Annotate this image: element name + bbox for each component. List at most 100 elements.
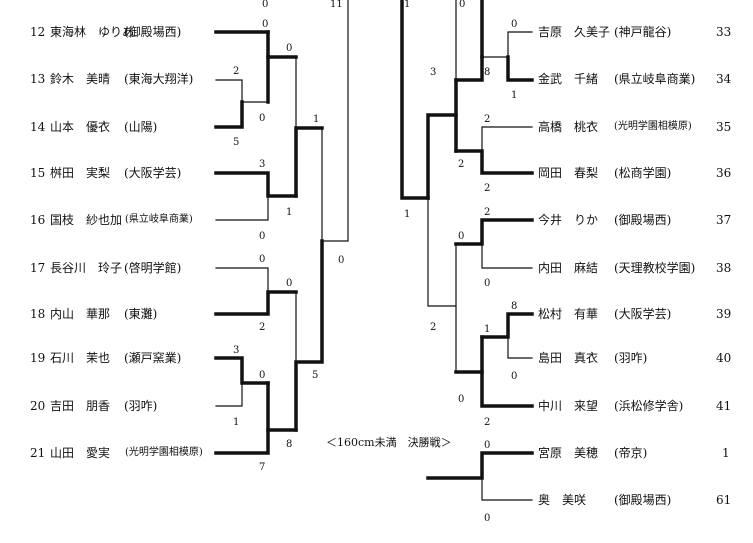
entry-seed: 61 [716,493,732,507]
entry-name: 松村 有華 [538,307,599,321]
entry-school: (神戸龍谷) [614,25,672,39]
score-label: 1 [404,209,411,220]
bracket-line [214,100,244,129]
bracket-line [215,382,243,407]
entry-seed: 34 [716,72,732,86]
entry-school: (羽咋) [124,399,158,413]
score-label: 0 [262,0,269,10]
bracket-line [481,477,533,501]
bracket-line [507,336,533,359]
entry-seed: 1 [722,446,730,460]
bracket-line [321,0,349,242]
bracket-line [454,149,534,175]
entry-name: 東海林 ゆりあ [50,25,135,39]
bracket-line [481,243,533,269]
score-label: 0 [511,19,518,30]
entry-seed: 13 [30,72,46,86]
entry-school: (啓明学館) [124,261,182,275]
entry-seed: 35 [716,120,732,134]
score-label: 2 [458,159,465,170]
bracket-line [454,55,484,82]
entry-name: 吉原 久美子 [538,25,611,39]
entry-name: 山本 優衣 [50,120,111,134]
score-label: 2 [484,207,491,218]
entry-name: 吉田 朋香 [50,399,111,413]
bracket-line [215,79,269,103]
entry-school: (御殿場西) [614,493,672,507]
score-label: 0 [259,254,266,265]
entry-name: 中川 来望 [538,399,599,413]
entry-school: (瀬戸窯業) [124,351,182,365]
score-label: 1 [286,207,293,218]
score-label: 0 [458,231,465,242]
entry-name: 宮原 美穂 [538,446,599,460]
entry-seed: 41 [716,399,732,413]
score-label: 0 [262,19,269,30]
entry-seed: 20 [30,399,46,413]
entry-seed: 16 [30,213,46,227]
entry-school: (御殿場西) [614,213,672,227]
score-label: 2 [259,322,266,333]
bracket-line [215,195,269,221]
score-label: 0 [458,394,465,405]
score-label: 1 [233,417,240,428]
bracket-line [454,218,534,246]
entry-seed: 19 [30,351,46,365]
bracket-line [215,267,269,293]
entry-school: (県立岐阜商業) [125,214,193,225]
entry-school: (浜松修学舎) [614,399,684,413]
score-label: 3 [259,159,266,170]
entry-seed: 39 [716,307,732,321]
score-label: 0 [484,440,491,451]
bracket-line [214,171,298,198]
entry-seed: 21 [30,446,46,460]
entry-school: (東灘) [124,307,158,321]
bracket-line [214,290,298,316]
score-label: 8 [511,301,518,312]
score-label: 1 [404,0,411,10]
entry-seed: 18 [30,307,46,321]
entry-name: 鈴木 美晴 [50,72,111,86]
entry-name: 内田 麻結 [538,261,599,275]
entry-school: (天理教校学園) [614,261,696,275]
entry-school: (山陽) [124,120,158,134]
score-label: 5 [233,137,240,148]
score-label: 2 [484,114,491,125]
bracket-line [480,335,534,408]
score-label: 0 [286,278,293,289]
entry-name: 岡田 春梨 [538,166,599,180]
entry-seed: 36 [716,166,732,180]
score-label: 11 [330,0,343,10]
entry-school: (大阪学芸) [614,307,672,321]
entry-name: 石川 茉也 [50,351,111,365]
bracket-line [214,428,298,455]
entry-seed: 15 [30,166,46,180]
entry-name: 長谷川 玲子 [50,261,123,275]
score-label: 0 [511,371,518,382]
score-label: 8 [286,439,293,450]
score-label: 2 [484,417,491,428]
entry-seed: 17 [30,261,46,275]
entry-school: (大阪学芸) [124,166,182,180]
bracket-line [214,356,270,385]
score-label: 2 [233,66,240,77]
entry-school: (御殿場西) [124,25,182,39]
entry-seed: 14 [30,120,46,134]
entry-seed: 33 [716,25,732,39]
score-label: 2 [430,322,437,333]
score-label: 7 [259,462,266,473]
bracket-line [481,126,533,152]
score-label: 0 [338,255,345,266]
bracket-line [294,239,324,432]
entry-seed: 40 [716,351,732,365]
score-label: 0 [259,113,266,124]
entry-name: 島田 真衣 [538,351,599,365]
score-label: 0 [286,43,293,54]
entry-name: 桝田 実梨 [50,166,111,180]
score-label: 0 [259,370,266,381]
bracket-line [294,126,324,198]
entry-name: 国枝 紗也加 [50,213,123,227]
entry-school: (東海大翔洋) [124,72,194,86]
